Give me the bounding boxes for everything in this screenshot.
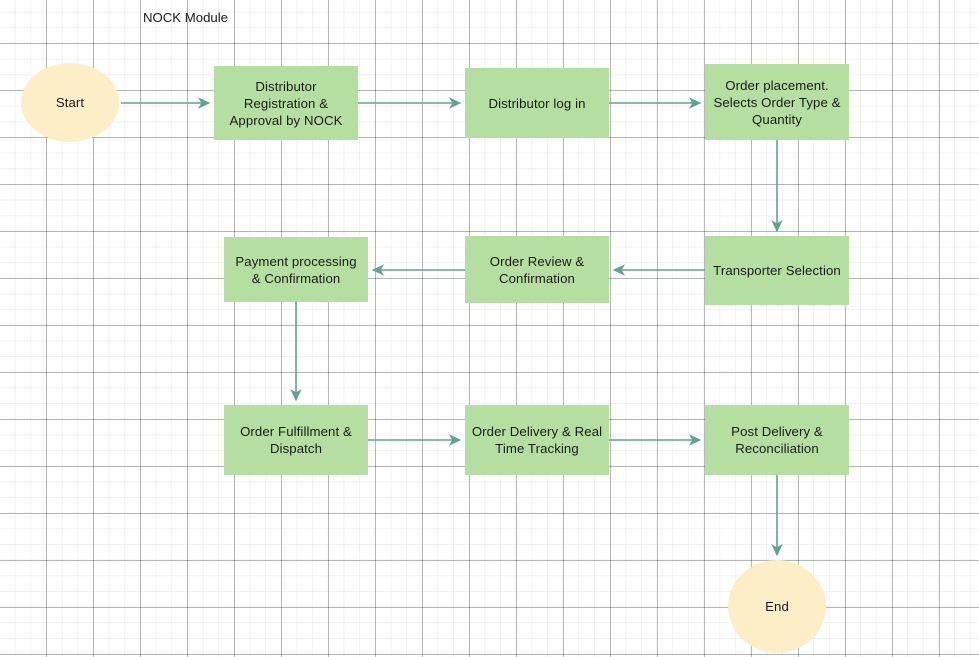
node-transporter-selection[interactable]: Transporter Selection: [705, 236, 849, 305]
node-order-placement[interactable]: Order placement. Selects Order Type & Qu…: [705, 64, 849, 140]
page-title: NOCK Module: [143, 10, 229, 25]
node-order-fulfillment[interactable]: Order Fulfillment & Dispatch: [224, 405, 368, 475]
node-order-review[interactable]: Order Review & Confirmation: [465, 236, 609, 303]
node-start[interactable]: Start: [21, 63, 119, 142]
node-post-delivery[interactable]: Post Delivery & Reconciliation: [705, 405, 849, 475]
node-end[interactable]: End: [728, 560, 826, 653]
node-order-delivery[interactable]: Order Delivery & Real Time Tracking: [465, 405, 609, 475]
node-distributor-login[interactable]: Distributor log in: [465, 68, 609, 138]
node-distributor-registration[interactable]: Distributor Registration & Approval by N…: [214, 66, 358, 140]
node-payment-processing[interactable]: Payment processing & Confirmation: [224, 237, 368, 302]
